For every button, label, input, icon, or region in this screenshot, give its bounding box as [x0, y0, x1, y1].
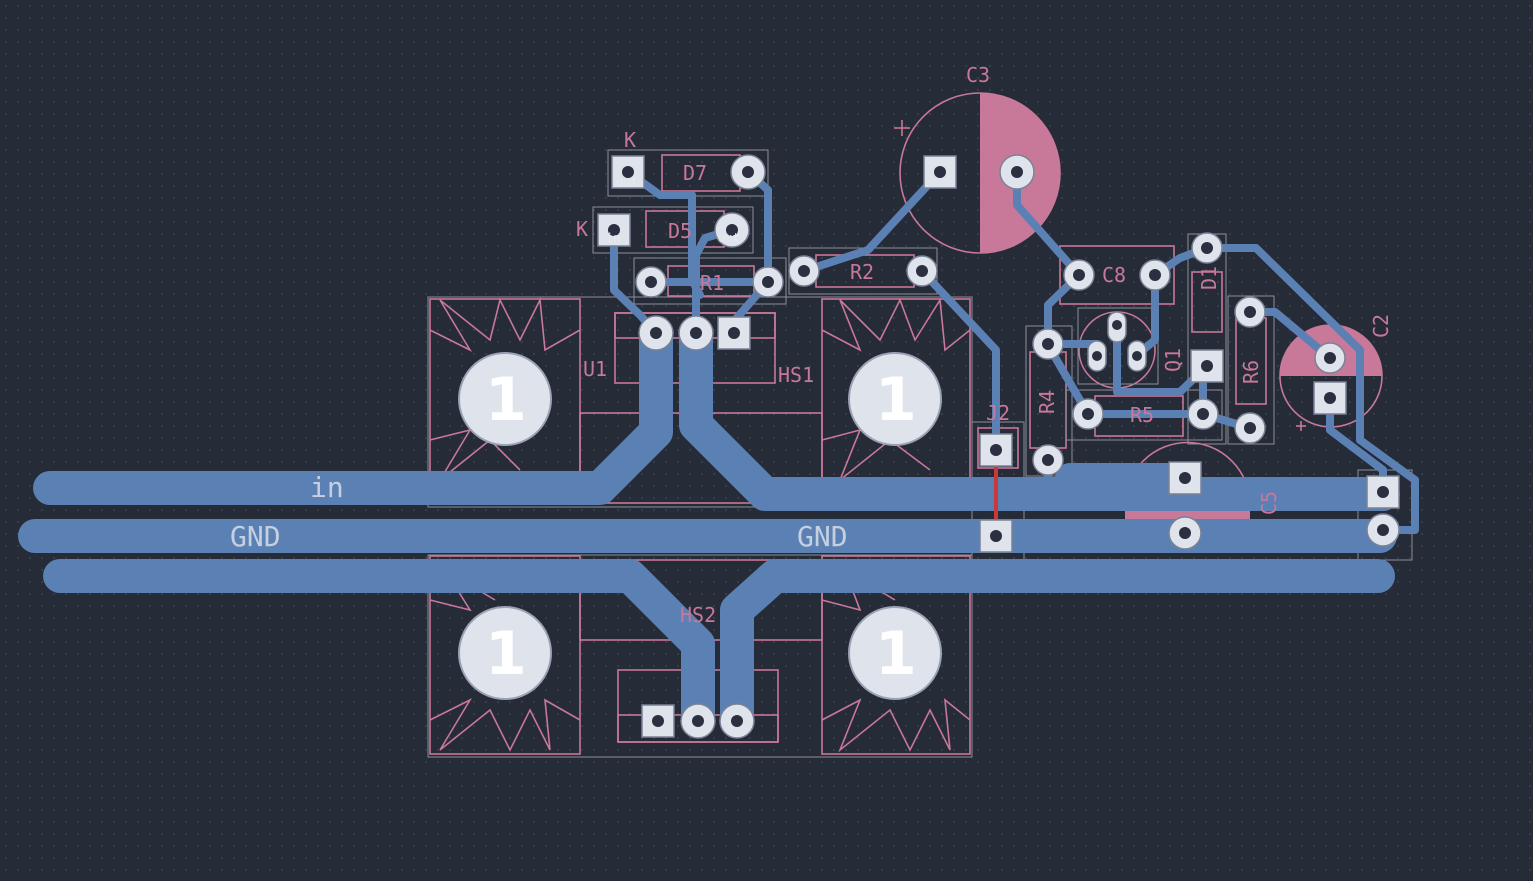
pad-number-label: 1 [485, 619, 527, 689]
copper-traces [18, 168, 1419, 738]
net-label-gnd-left: GND [230, 520, 281, 553]
pad-number-label: 1 [875, 365, 917, 435]
mount-hole-2[interactable]: 1 [848, 352, 942, 446]
mount-hole-4[interactable]: 1 [848, 606, 942, 700]
ref-k-bottom: K [576, 217, 588, 241]
net-label-in: in [310, 471, 344, 504]
d7-pin-out-label: out [616, 175, 638, 189]
mount-hole-3[interactable]: 1 [458, 606, 552, 700]
ref-c5: C5 [1257, 491, 1281, 515]
d5-courtyard [592, 206, 754, 254]
c8-body [1059, 245, 1175, 305]
r6-courtyard [1227, 295, 1275, 445]
ref-c2: C2 [1369, 314, 1393, 338]
ref-k-top: K [624, 128, 636, 152]
ref-r2: R2 [850, 260, 874, 284]
r1-courtyard [633, 257, 787, 305]
ref-c3: C3 [966, 63, 990, 87]
d5-pin-out-label: out [718, 231, 740, 245]
ref-u1: U1 [583, 357, 607, 381]
ref-d7: D7 [683, 161, 707, 185]
d1-body [1191, 271, 1223, 333]
square-pads[interactable] [597, 155, 1400, 738]
ref-d5: D5 [668, 219, 692, 243]
ref-r4: R4 [1035, 390, 1059, 414]
round-pads[interactable] [635, 154, 1400, 739]
ref-j2: J2 [986, 401, 1010, 425]
ref-d1: D1 [1197, 266, 1221, 290]
pad-number-label: 1 [875, 619, 917, 689]
d5-pin-in-label: in [606, 231, 620, 245]
net-label-gnd-right: GND [797, 520, 848, 553]
ref-q1: Q1 [1161, 348, 1185, 372]
ref-hs1: HS1 [778, 363, 814, 387]
ref-c8: C8 [1102, 263, 1126, 287]
ref-r6: R6 [1239, 360, 1263, 384]
ref-r1: R1 [700, 271, 724, 295]
pad-number-label: 1 [485, 365, 527, 435]
ref-hs2: HS2 [680, 603, 716, 627]
ref-r5: R5 [1130, 403, 1154, 427]
mount-hole-1[interactable]: 1 [458, 352, 552, 446]
